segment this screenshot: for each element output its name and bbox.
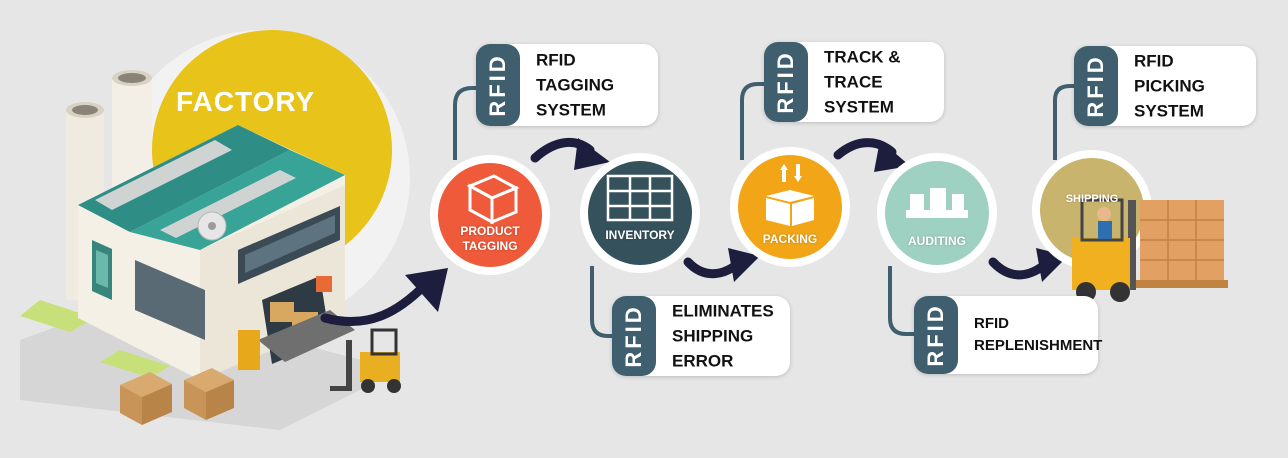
factory-building (78, 125, 355, 380)
stage-circle-product-tagging (430, 155, 550, 275)
rfid-tag: RFID (476, 44, 520, 126)
factory-title: FACTORY (176, 86, 316, 117)
card-eliminates-error: RFID ELIMINATES SHIPPING ERROR (612, 296, 790, 376)
flow-arrowheads (405, 138, 1068, 312)
factory-pallets (120, 368, 234, 425)
factory-forklift (330, 328, 401, 393)
rfid-tag: RFID (612, 296, 656, 376)
rfid-tag-text: RFID (621, 304, 646, 368)
card-track-trace: RFID TRACK & TRACE SYSTEM (764, 42, 944, 122)
arrow-factory-to-tagging (320, 280, 430, 327)
rfid-tag: RFID (914, 296, 958, 374)
card-text: RFID PICKING SYSTEM (1134, 51, 1205, 121)
stage-circle-packing (730, 147, 850, 267)
rfid-tag-text: RFID (923, 303, 948, 367)
card-text: ELIMINATES SHIPPING ERROR (672, 301, 774, 371)
rfid-tag: RFID (764, 42, 808, 122)
rfid-tag: RFID (1074, 46, 1118, 126)
stage-label-product-tagging: PRODUCT TAGGING (460, 224, 520, 253)
grass-patch-2 (100, 350, 170, 378)
stage-label-auditing: AUDITING (908, 234, 966, 248)
card-picking-system: RFID RFID PICKING SYSTEM (1074, 46, 1256, 126)
stage-label-packing: PACKING (762, 232, 818, 246)
stage-label-shipping: SHIPPING (1065, 193, 1119, 205)
stage-label-inventory: INVENTORY (605, 228, 675, 242)
rfid-tag-text: RFID (773, 50, 798, 114)
card-text: RFID REPLENISHMENT (974, 315, 1103, 354)
stage-circle-auditing (877, 153, 997, 273)
card-tagging-system: RFID RFID TAGGING SYSTEM (476, 44, 658, 126)
grass-patch (20, 300, 95, 332)
rfid-tag-text: RFID (1083, 54, 1108, 118)
rfid-tag-text: RFID (485, 53, 510, 117)
card-connectors (453, 82, 1086, 338)
card-replenishment: RFID RFID REPLENISHMENT (914, 296, 1102, 374)
card-text: RFID TAGGING SYSTEM (536, 50, 615, 120)
shipping-forklift (1072, 198, 1228, 302)
card-text: TRACK & TRACE SYSTEM (824, 47, 901, 117)
stage-circle-inventory (580, 153, 700, 273)
